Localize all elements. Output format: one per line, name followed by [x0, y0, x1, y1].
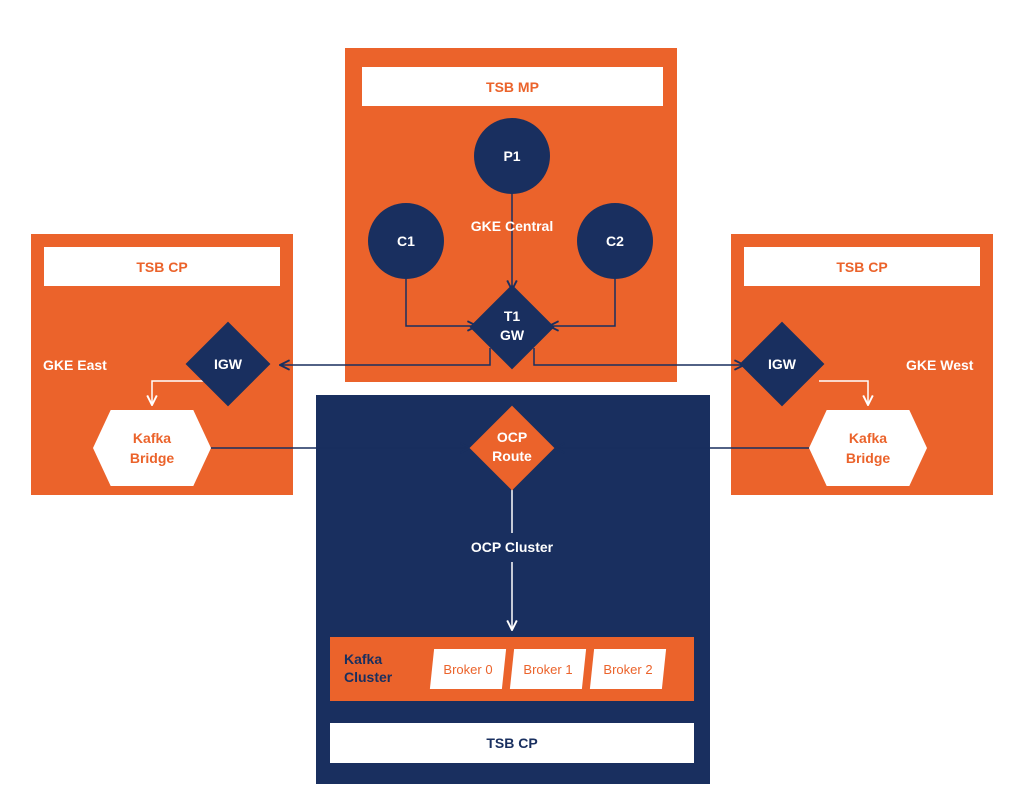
kafka-cluster-label: Kafka Cluster [344, 650, 392, 686]
tsb-mp-header: TSB MP [362, 67, 663, 106]
kafka-cluster-line1: Kafka [344, 651, 383, 667]
ocp-tsb-cp-footer: TSB CP [330, 723, 694, 763]
west-kafka-bridge-label: Kafka Bridge [809, 428, 927, 468]
ocp-route-line2: Route [492, 448, 532, 464]
ocp-route-line1: OCP [496, 429, 528, 445]
east-bridge-line2: Bridge [129, 450, 175, 466]
west-tsb-cp-header: TSB CP [744, 247, 980, 286]
broker-0-label: Broker 0 [443, 661, 493, 677]
t1-gw-line1: T1 [503, 308, 521, 324]
east-tsb-cp-header: TSB CP [44, 247, 280, 286]
node-p1: P1 [474, 118, 550, 194]
east-bridge-line1: Kafka [132, 430, 172, 446]
broker-2-label: Broker 2 [603, 661, 653, 677]
t1-gw-label: T1 GW [482, 307, 542, 345]
ocp-cluster-label: OCP Cluster [470, 539, 554, 555]
east-kafka-bridge-label: Kafka Bridge [93, 428, 211, 468]
node-c1: C1 [368, 203, 444, 279]
node-c2: C2 [577, 203, 653, 279]
gke-central-label: GKE Central [470, 218, 554, 234]
west-bridge-line2: Bridge [845, 450, 891, 466]
broker-1-label: Broker 1 [523, 661, 573, 677]
gke-east-label: GKE East [43, 357, 107, 373]
kafka-cluster-line2: Cluster [344, 669, 393, 685]
east-igw-label: IGW [214, 356, 242, 372]
west-igw-label: IGW [768, 356, 796, 372]
east-kafka-bridge-hexagon [93, 410, 211, 486]
t1-gw-line2: GW [499, 327, 525, 343]
west-kafka-bridge-hexagon [809, 410, 927, 486]
gke-west-label: GKE West [906, 357, 974, 373]
ocp-route-label: OCP Route [482, 428, 542, 466]
west-bridge-line1: Kafka [848, 430, 888, 446]
